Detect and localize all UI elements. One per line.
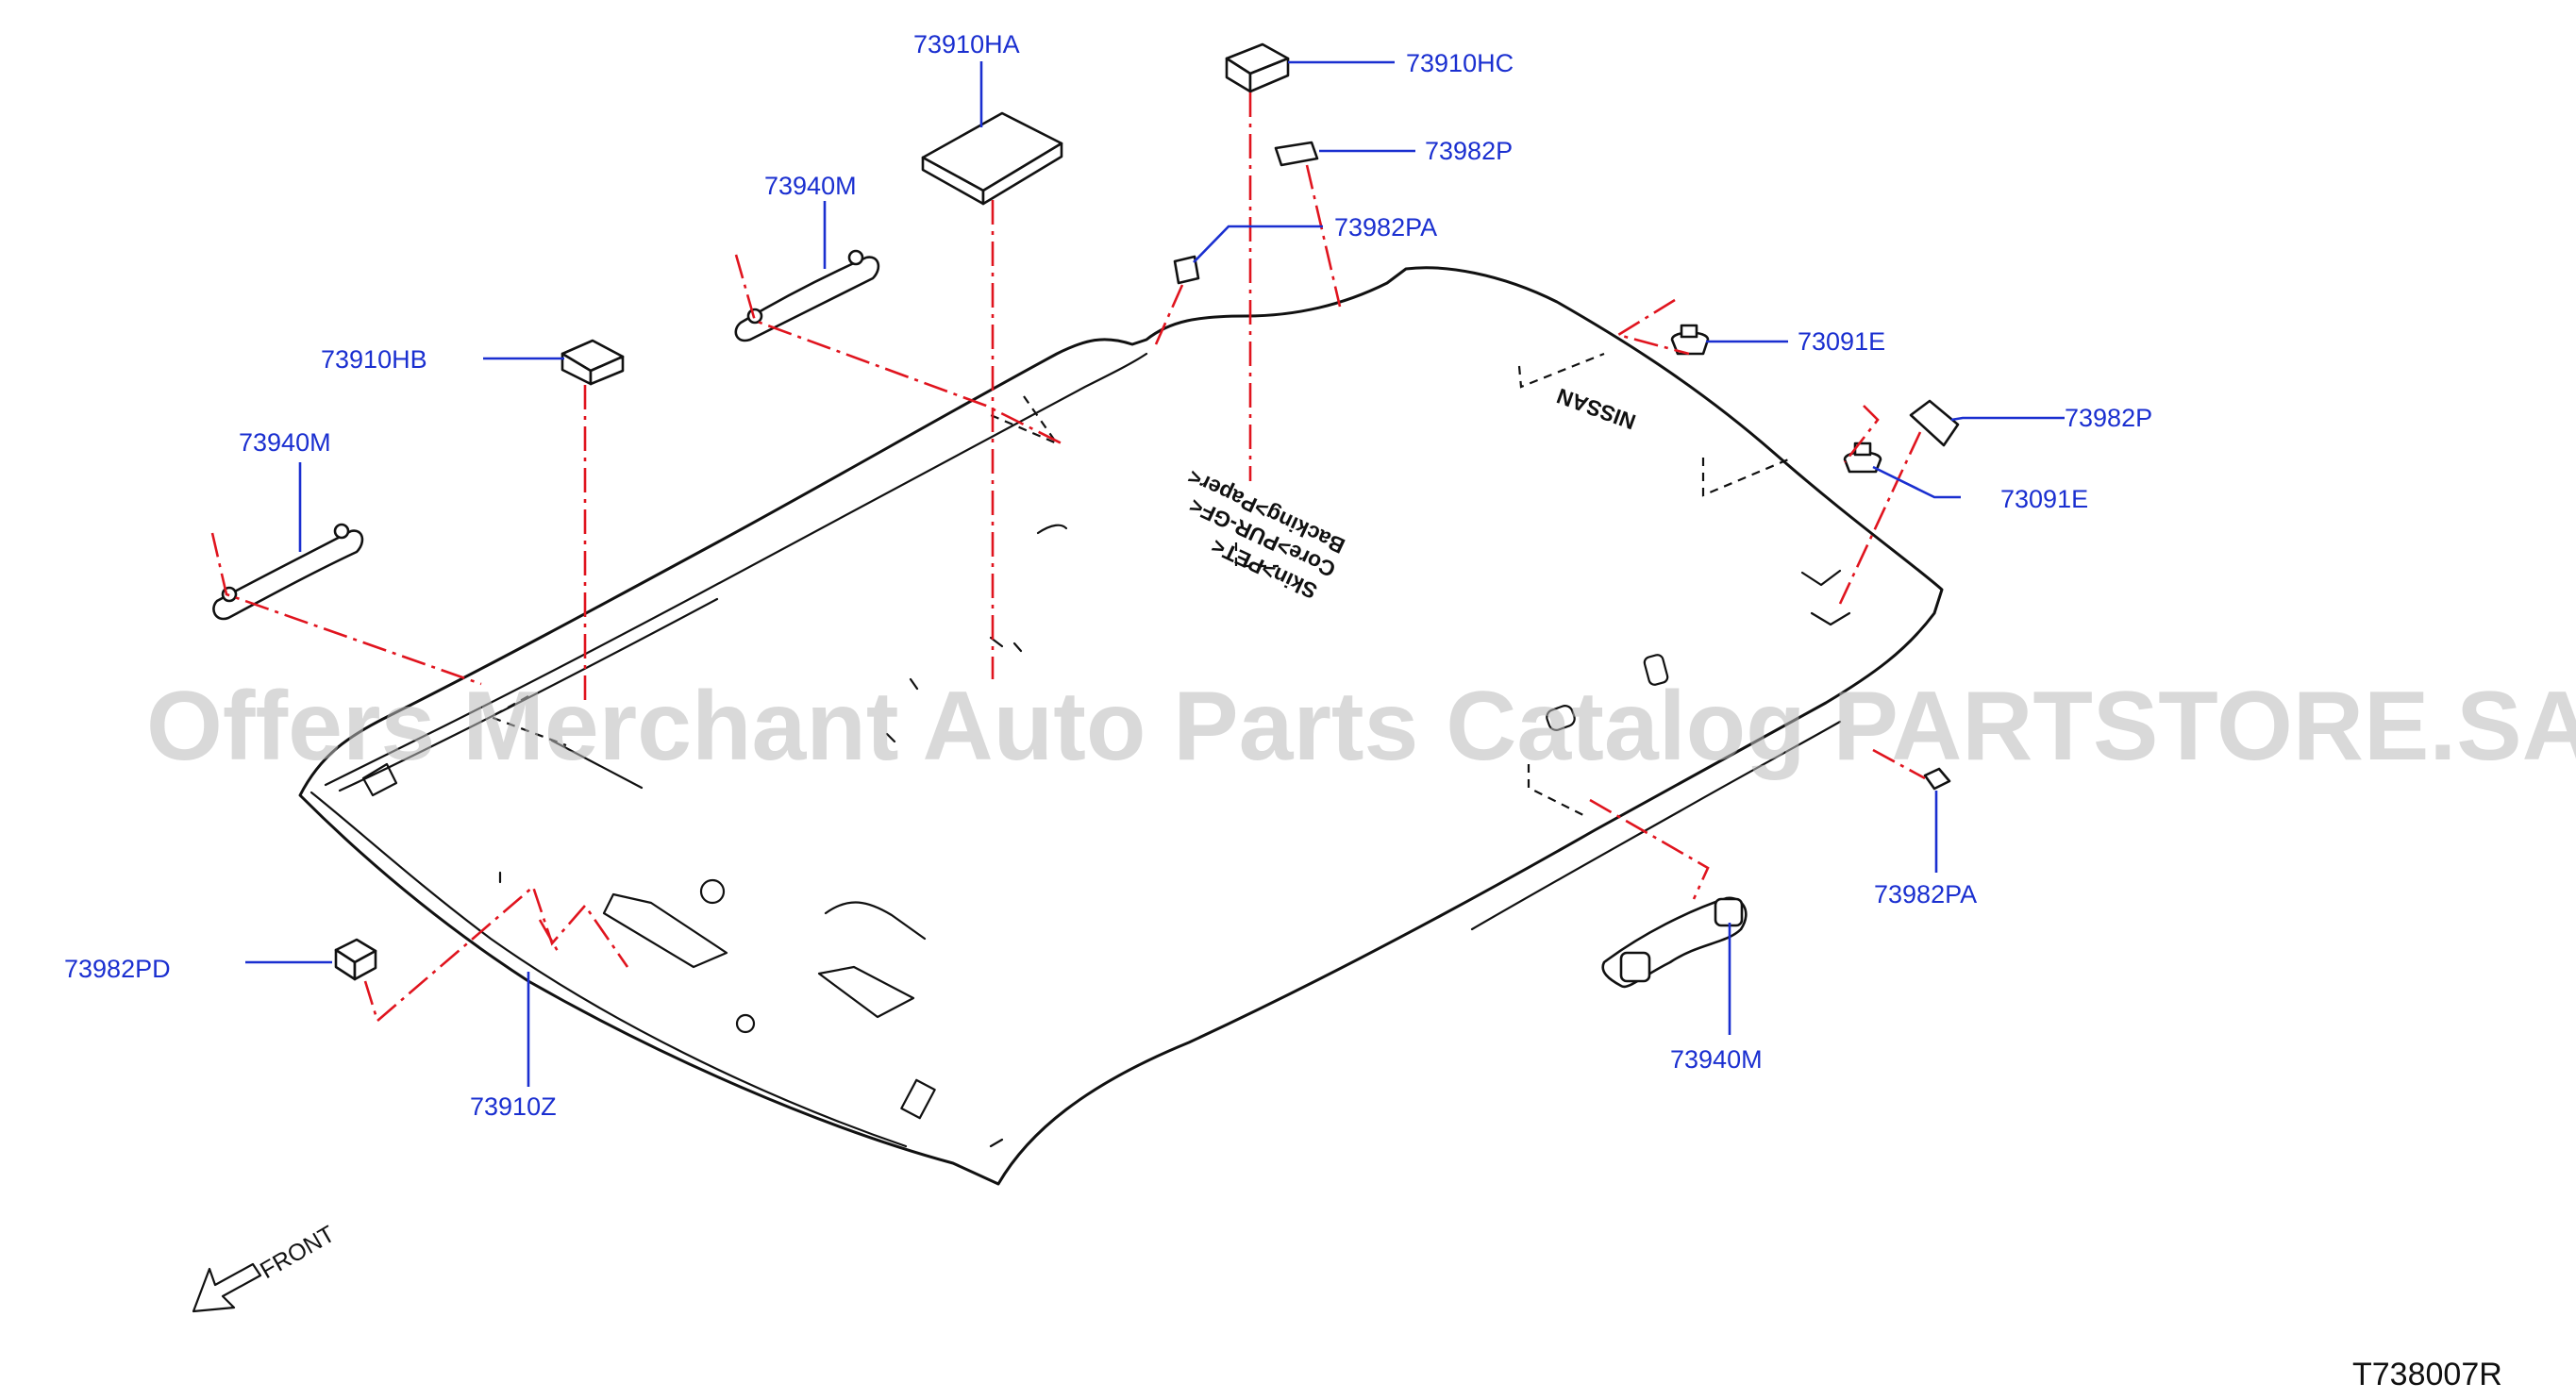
leader-lines (245, 60, 2065, 1087)
part-number-label: 73091E (2000, 485, 2088, 513)
headliner-print: NISSAN Backing>Paper< Core>PUR-GF< Skin>… (1184, 383, 1639, 604)
callout-labels: 73910HA 73910HC 73982P 73982PA 73940M 73… (64, 30, 2152, 1121)
part-number-label: 73091E (1798, 327, 1885, 356)
part-number-label: 73910Z (470, 1092, 557, 1121)
part-number-label: 73982PA (1874, 880, 1977, 908)
sunvisor-recess (602, 892, 728, 969)
part-number-label: 73910HB (321, 345, 427, 374)
part-number-label: 73982P (2065, 404, 2152, 432)
map-lamp-recess (817, 965, 915, 1019)
clip-73982pa (1173, 255, 1200, 285)
hidden-lines (488, 352, 1794, 817)
panel-features (361, 524, 1851, 1148)
clip-hole (699, 878, 726, 905)
part-number-label: 73982PD (64, 955, 171, 983)
part-number-label: 73910HC (1406, 49, 1514, 77)
clip-73982p (1274, 141, 1319, 167)
part-number-label: 73982P (1425, 137, 1513, 165)
clip-73982p (1909, 399, 1960, 447)
part-number-label: 73940M (239, 428, 331, 457)
reference-lines (210, 92, 1926, 1024)
part-number-label: 73940M (764, 172, 857, 200)
clip-73982pa (1923, 767, 1951, 791)
watermark: Offers Merchant Auto Parts Catalog PARTS… (146, 672, 2576, 781)
parts (212, 42, 1960, 989)
slot (900, 1078, 936, 1120)
assist-grip-73940m (212, 529, 364, 621)
clip-hole (735, 1013, 756, 1034)
assist-grip-73940m (734, 256, 880, 342)
drawing-number: T738007R (2352, 1357, 2502, 1392)
part-number-label: 73910HA (913, 30, 1020, 58)
part-number-label: 73940M (1670, 1045, 1763, 1074)
brand-mark: NISSAN (1553, 383, 1639, 434)
front-direction-indicator: FRONT (192, 1221, 340, 1313)
front-label: FRONT (256, 1221, 340, 1284)
slot (1643, 654, 1669, 686)
part-number-label: 73982PA (1334, 213, 1437, 242)
front-arrow-icon (192, 1262, 262, 1313)
slot (1546, 705, 1576, 731)
